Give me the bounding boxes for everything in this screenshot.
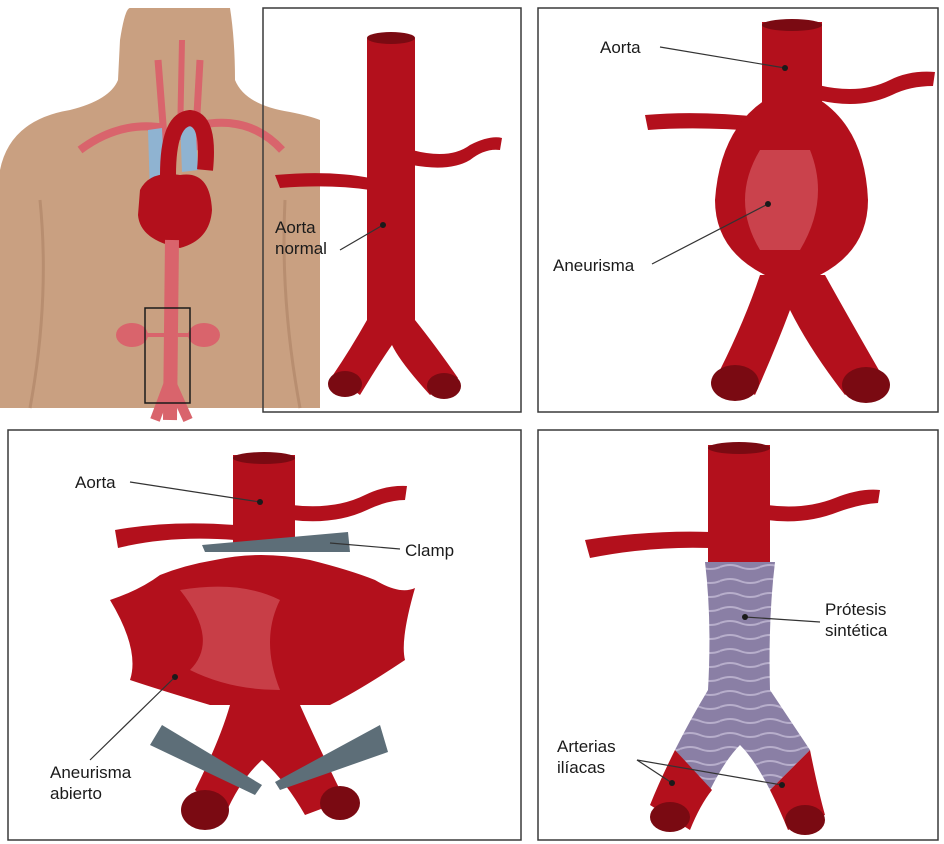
- iliac-label-2: ilíacas: [557, 758, 605, 777]
- aneurysm-aorta: [645, 19, 935, 403]
- iliac-dot-right: [779, 782, 785, 788]
- prosthesis-graft: [675, 562, 810, 790]
- prosthesis-label-1: Prótesis: [825, 600, 886, 619]
- aneurysm-aorta-label: Aorta: [600, 38, 641, 57]
- open-aneurysm-label-1: Aneurisma: [50, 763, 132, 782]
- aneurysm-label: Aneurisma: [553, 256, 635, 275]
- aneurysm-aorta-dot: [782, 65, 788, 71]
- prosthesis-dot: [742, 614, 748, 620]
- prosthesis-label-2: sintética: [825, 621, 888, 640]
- clamp-label: Clamp: [405, 541, 454, 560]
- iliac-dot-left: [669, 780, 675, 786]
- open-aneurysm-label-2: abierto: [50, 784, 102, 803]
- normal-aorta-label-2: normal: [275, 239, 327, 258]
- surgery-aorta-dot: [257, 499, 263, 505]
- open-aneurysm: [110, 452, 415, 830]
- surgery-aorta-label: Aorta: [75, 473, 116, 492]
- normal-aorta-label-1: Aorta: [275, 218, 316, 237]
- body-silhouette: [0, 8, 320, 420]
- normal-dot: [380, 222, 386, 228]
- open-aneurysm-dot: [172, 674, 178, 680]
- aneurysm-dot: [765, 201, 771, 207]
- iliac-label-1: Arterias: [557, 737, 616, 756]
